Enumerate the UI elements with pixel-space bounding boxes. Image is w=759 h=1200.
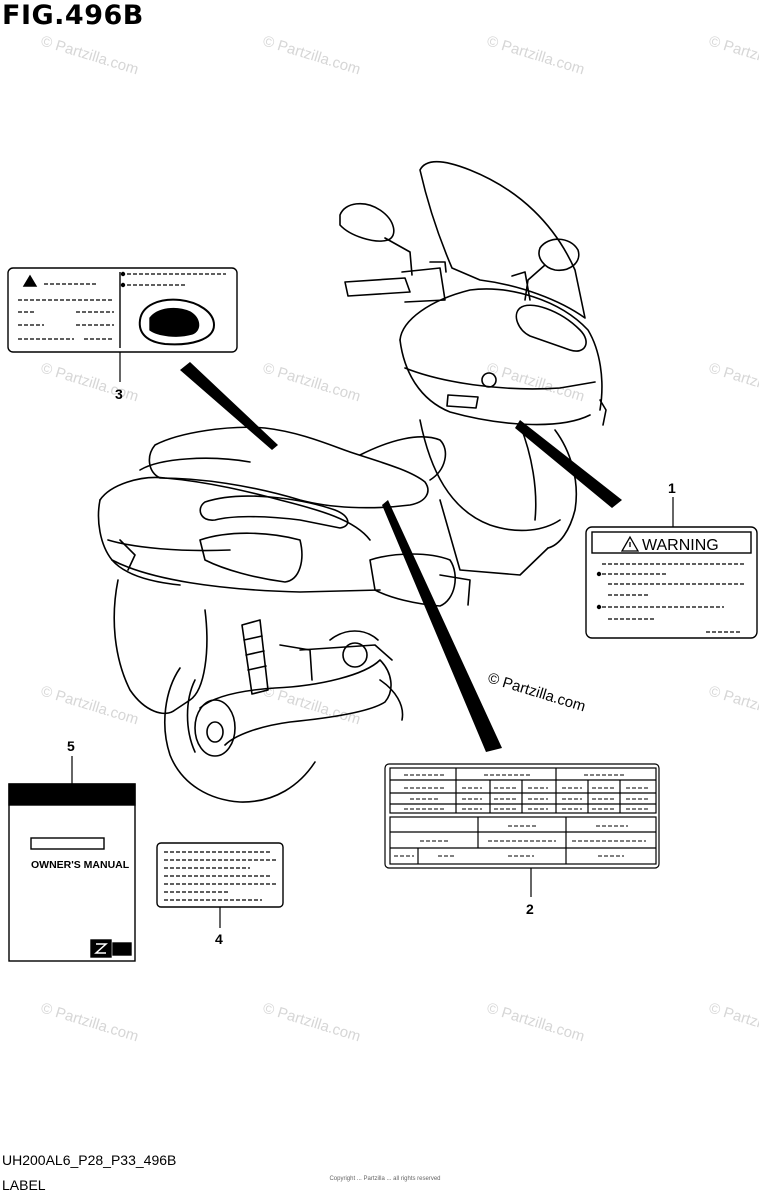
helmet-compartment-illustration xyxy=(138,298,216,346)
leader-wedge-3 xyxy=(180,362,278,450)
watermark-text: © Partzilla.com xyxy=(261,360,363,406)
footer-copyright: Copyright ... Partzilla ... all rights r… xyxy=(329,1176,441,1182)
label-2-outline xyxy=(384,763,660,869)
watermark-text: © Partzilla.com xyxy=(261,683,363,729)
callout-2: 2 xyxy=(526,901,534,917)
callout-5: 5 xyxy=(67,738,75,754)
figure-caption: LABEL xyxy=(2,1177,46,1193)
partzilla-mark: © Partzilla.com xyxy=(486,670,588,716)
watermark-text: © Partzilla.com xyxy=(707,683,759,729)
warning-triangle-icon xyxy=(620,535,640,552)
leader-lines xyxy=(180,362,622,752)
callout-1: 1 xyxy=(668,480,676,496)
label-3-outline xyxy=(7,267,238,353)
watermark-text: © Partzilla.com xyxy=(707,1000,759,1046)
figure-title: FIG.496B xyxy=(2,0,144,31)
manual-cover xyxy=(8,783,136,962)
warning-triangle-icon xyxy=(22,274,38,287)
callout-lines xyxy=(71,352,674,928)
watermark-text: © Partzilla.com xyxy=(261,1000,363,1046)
watermark-text: © Partzilla.com xyxy=(485,1000,587,1046)
watermark-text: © Partzilla.com xyxy=(261,33,363,79)
callout-3: 3 xyxy=(115,386,123,402)
label-4 xyxy=(156,842,284,908)
leader-wedge-2 xyxy=(382,500,502,752)
watermark-text: © Partzilla.com xyxy=(39,683,141,729)
watermark-text: © Partzilla.com xyxy=(39,360,141,406)
watermark-text: © Partzilla.com xyxy=(707,360,759,406)
label-1 xyxy=(585,526,758,639)
callout-4: 4 xyxy=(215,931,223,947)
watermark-text: © Partzilla.com xyxy=(39,1000,141,1046)
watermark-text: © Partzilla.com xyxy=(39,33,141,79)
watermark-text: © Partzilla.com xyxy=(485,33,587,79)
leader-wedge-1 xyxy=(515,420,622,508)
callout-numbers: 1 2 3 4 5 xyxy=(67,386,676,947)
watermark-text: © Partzilla.com xyxy=(485,360,587,406)
label-1-outline xyxy=(585,526,758,639)
label-2 xyxy=(384,763,660,869)
watermark-text: © Partzilla.com xyxy=(707,33,759,79)
warning-label-text: WARNING xyxy=(642,537,719,554)
scooter-drawing xyxy=(97,160,607,803)
label-3 xyxy=(7,267,238,353)
manual-title-text: OWNER'S MANUAL xyxy=(31,859,130,871)
owners-manual xyxy=(8,783,136,962)
figure-code: UH200AL6_P28_P33_496B xyxy=(2,1152,177,1168)
